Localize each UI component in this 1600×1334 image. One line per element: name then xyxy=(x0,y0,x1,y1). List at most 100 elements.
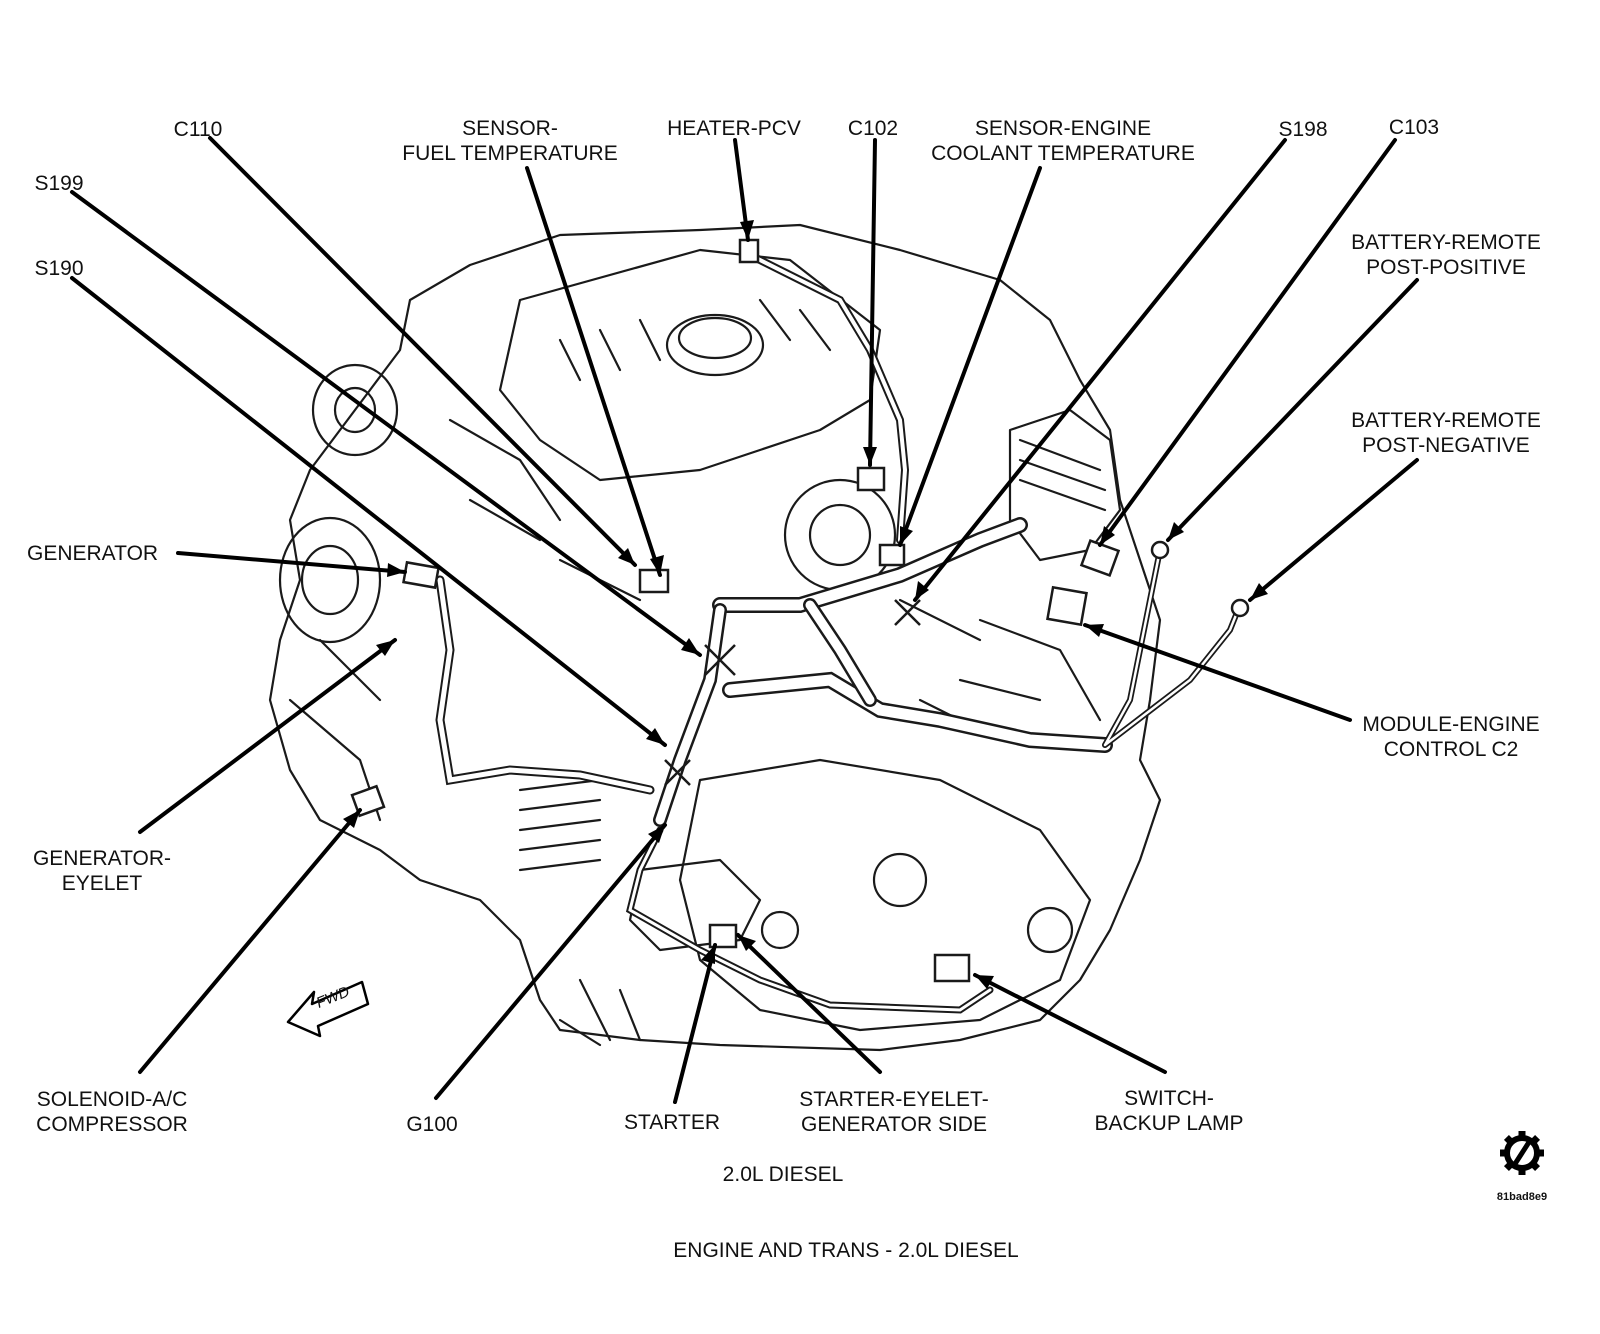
leader-c110 xyxy=(208,136,637,567)
label-line: GENERATOR SIDE xyxy=(801,1113,987,1136)
splice-s199 xyxy=(704,644,736,676)
label-line: CONTROL C2 xyxy=(1383,738,1519,761)
arrowhead-starter xyxy=(701,945,715,964)
label-battery-remote-post-negative: BATTERY-REMOTE POST-NEGATIVE xyxy=(1351,408,1541,458)
arrowhead-c103 xyxy=(1100,526,1115,545)
leader-s199 xyxy=(70,190,702,657)
leader-ecm xyxy=(1083,623,1352,722)
oil-cap xyxy=(665,313,765,377)
arrowhead-s190 xyxy=(646,728,665,745)
label-starter-eyelet-generator-side: STARTER-EYELET- GENERATOR SIDE xyxy=(799,1087,988,1137)
label-line: SENSOR- xyxy=(462,117,558,140)
label-s190: S190 xyxy=(34,257,84,280)
label-generator: GENERATOR xyxy=(27,542,159,565)
arrowhead-generator xyxy=(387,563,405,577)
connector-c103 xyxy=(1079,539,1121,577)
connector-c102 xyxy=(856,466,886,492)
label-generator-eyelet: GENERATOR- EYELET xyxy=(33,846,171,896)
harness-left xyxy=(435,575,655,795)
arrowhead-coolant xyxy=(900,526,913,545)
label-line: SWITCH- xyxy=(1124,1087,1214,1110)
arrowhead-c110 xyxy=(618,548,635,565)
arrowhead-batt-pos xyxy=(1168,522,1184,540)
label-c103: C103 xyxy=(1388,116,1440,139)
leader-gen-eyelet xyxy=(138,638,397,834)
leader-c103 xyxy=(1098,138,1397,547)
leader-s198 xyxy=(913,138,1287,602)
label-s199: S199 xyxy=(34,172,84,195)
label-line: COMPRESSOR xyxy=(36,1113,188,1136)
generator-pulley xyxy=(278,516,382,644)
leader-solenoid xyxy=(138,808,362,1074)
label-line: COOLANT TEMPERATURE xyxy=(931,142,1195,165)
arrowhead-heater xyxy=(740,220,754,240)
connector-ecm-c2 xyxy=(1046,585,1088,627)
label-sensor-engine-coolant-temperature: SENSOR-ENGINE COOLANT TEMPERATURE xyxy=(931,116,1195,166)
label-switch-backup-lamp: SWITCH- BACKUP LAMP xyxy=(1095,1086,1244,1136)
leader-generator xyxy=(176,551,407,574)
arrowhead-solenoid xyxy=(343,810,360,828)
label-g100: G100 xyxy=(406,1113,458,1136)
connector-starter xyxy=(708,923,738,949)
label-line: POST-NEGATIVE xyxy=(1362,434,1530,457)
connector-coolant xyxy=(878,543,906,567)
label-line: MODULE-ENGINE xyxy=(1362,713,1540,736)
label-line: GENERATOR- xyxy=(32,847,172,870)
eyelet-pos xyxy=(1150,540,1170,560)
label-line: STARTER-EYELET- xyxy=(799,1088,989,1111)
label-sensor-fuel-temperature: SENSOR- FUEL TEMPERATURE xyxy=(402,116,617,166)
connector-heater xyxy=(738,238,760,264)
label-line: EYELET xyxy=(61,872,143,895)
engine-block-outline xyxy=(268,223,1162,1052)
connector-fuel-temp xyxy=(638,568,670,594)
starter-motor xyxy=(628,858,762,952)
label-battery-remote-post-positive: BATTERY-REMOTE POST-POSITIVE xyxy=(1351,230,1541,280)
arrowhead-s199 xyxy=(681,638,700,655)
arrowhead-backup xyxy=(975,975,994,989)
arrowhead-c102 xyxy=(863,447,877,465)
arrowhead-batt-neg xyxy=(1250,583,1268,600)
label-c110: C110 xyxy=(173,118,223,141)
arrowhead-g100 xyxy=(648,825,665,843)
label-heater-pcv: HEATER-PCV xyxy=(667,117,801,140)
leader-starter-eyelet xyxy=(736,933,882,1074)
connector-backup-lamp xyxy=(933,953,971,983)
leader-starter xyxy=(673,943,717,1104)
arrowhead-fuel-temp xyxy=(650,555,664,575)
label-line: SOLENOID-A/C xyxy=(36,1088,188,1111)
valve-cover xyxy=(498,248,882,482)
leader-g100 xyxy=(434,823,667,1100)
gear-slash-icon xyxy=(1500,1131,1544,1175)
image-code: 81bad8e9 xyxy=(1496,1191,1548,1203)
eyelet-neg xyxy=(1230,598,1250,618)
label-line: FUEL TEMPERATURE xyxy=(402,142,618,165)
harness-top xyxy=(746,251,910,544)
label-module-engine-control-c2: MODULE-ENGINE CONTROL C2 xyxy=(1362,712,1539,762)
leader-backup xyxy=(973,973,1167,1074)
label-line: POST-POSITIVE xyxy=(1366,256,1526,279)
label-s198: S198 xyxy=(1278,118,1328,141)
arrowhead-s198 xyxy=(915,581,929,600)
splice-s198 xyxy=(894,599,921,626)
arrowhead-gen-eyelet xyxy=(376,640,395,656)
battery-cables xyxy=(1102,547,1243,748)
arrowhead-ecm xyxy=(1085,624,1104,637)
leader-batt-neg xyxy=(1248,458,1419,602)
fwd-arrow-icon xyxy=(286,980,370,1038)
leader-s190 xyxy=(70,276,667,747)
connector-generator xyxy=(402,560,440,590)
label-solenoid-ac-compressor: SOLENOID-A/C COMPRESSOR xyxy=(36,1087,188,1137)
splice-s190 xyxy=(664,759,691,786)
label-starter: STARTER xyxy=(623,1111,721,1134)
leader-fuel-temp xyxy=(525,166,662,577)
leader-c102 xyxy=(868,138,877,467)
leader-coolant xyxy=(898,166,1042,547)
leader-batt-pos xyxy=(1166,278,1419,542)
label-line: BATTERY-REMOTE xyxy=(1351,409,1541,432)
figure-caption: ENGINE AND TRANS - 2.0L DIESEL xyxy=(673,1239,1019,1262)
transmission-case xyxy=(678,758,1092,1032)
label-line: BACKUP LAMP xyxy=(1094,1112,1244,1135)
label-c102: C102 xyxy=(847,117,899,140)
